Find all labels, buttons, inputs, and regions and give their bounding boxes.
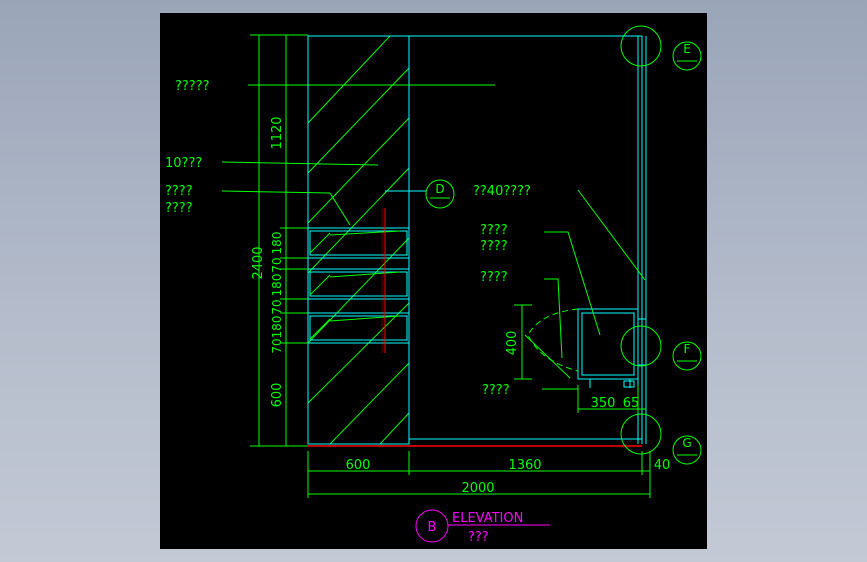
dim-shelf-f: 70 [270,338,284,353]
grid-marker-e: E [620,25,702,71]
shelves [307,227,410,344]
dim-shelf-d: 70 [270,299,284,314]
depth-dimension [577,385,646,413]
swing-arc [527,308,579,372]
dim-lower: 600 [270,383,285,408]
marker-g-label: G [682,436,691,450]
width-dimensions [307,451,651,498]
elevation-drawing: D 2400 1120 180 70 180 70 180 70 600 [165,25,702,545]
dim-shelf-c: 180 [270,274,284,297]
title-block: B ELEVATION ??? [415,509,550,545]
right-leaders [542,189,646,390]
shelf-box [307,268,410,300]
dim-depth-65: 65 [623,396,640,411]
label-right-3: ???? [480,270,508,285]
label-top: ????? [175,79,210,94]
dim-depth-350: 350 [591,396,616,411]
drawing-canvas: D 2400 1120 180 70 180 70 180 70 600 [160,13,707,549]
unit-height-dimension [514,304,532,380]
shelf-box [307,227,410,259]
dim-shelf-a: 180 [270,232,284,255]
dim-shelf-e: 180 [270,316,284,339]
unit-leader [524,334,571,379]
dim-unit-height: 400 [505,331,520,356]
label-shelf-10: 10??? [165,156,202,171]
marker-d-label: D [435,182,444,196]
shelf-box [307,312,410,344]
shelf-hatch [309,230,401,340]
marker-e-label: E [683,42,691,56]
dim-width-1360: 1360 [508,458,541,473]
label-mid-2: ???? [165,201,193,216]
label-mid-1: ???? [165,184,193,199]
section-marker-d: D [385,179,455,209]
grid-marker-g: G [620,413,702,465]
dim-width-600: 600 [346,458,371,473]
dim-total-height: 2400 [251,246,266,279]
title-sub: ??? [468,530,489,545]
height-dimensions [250,34,308,447]
label-right-4: ???? [482,383,510,398]
label-right-2b: ???? [480,239,508,254]
dim-shelf-b: 70 [270,257,284,272]
title-main: ELEVATION [452,511,523,526]
label-right-1: ??40???? [473,184,531,199]
label-right-2a: ???? [480,223,508,238]
dim-width-40: 40 [654,458,671,473]
dim-upper: 1120 [270,116,285,149]
wall-unit [577,308,647,388]
marker-f-label: F [684,342,691,356]
grid-marker-f: F [620,325,702,371]
left-leaders [221,84,495,226]
title-marker-b: B [428,520,437,535]
dim-total-width: 2000 [461,481,494,496]
room-outline [307,35,647,445]
